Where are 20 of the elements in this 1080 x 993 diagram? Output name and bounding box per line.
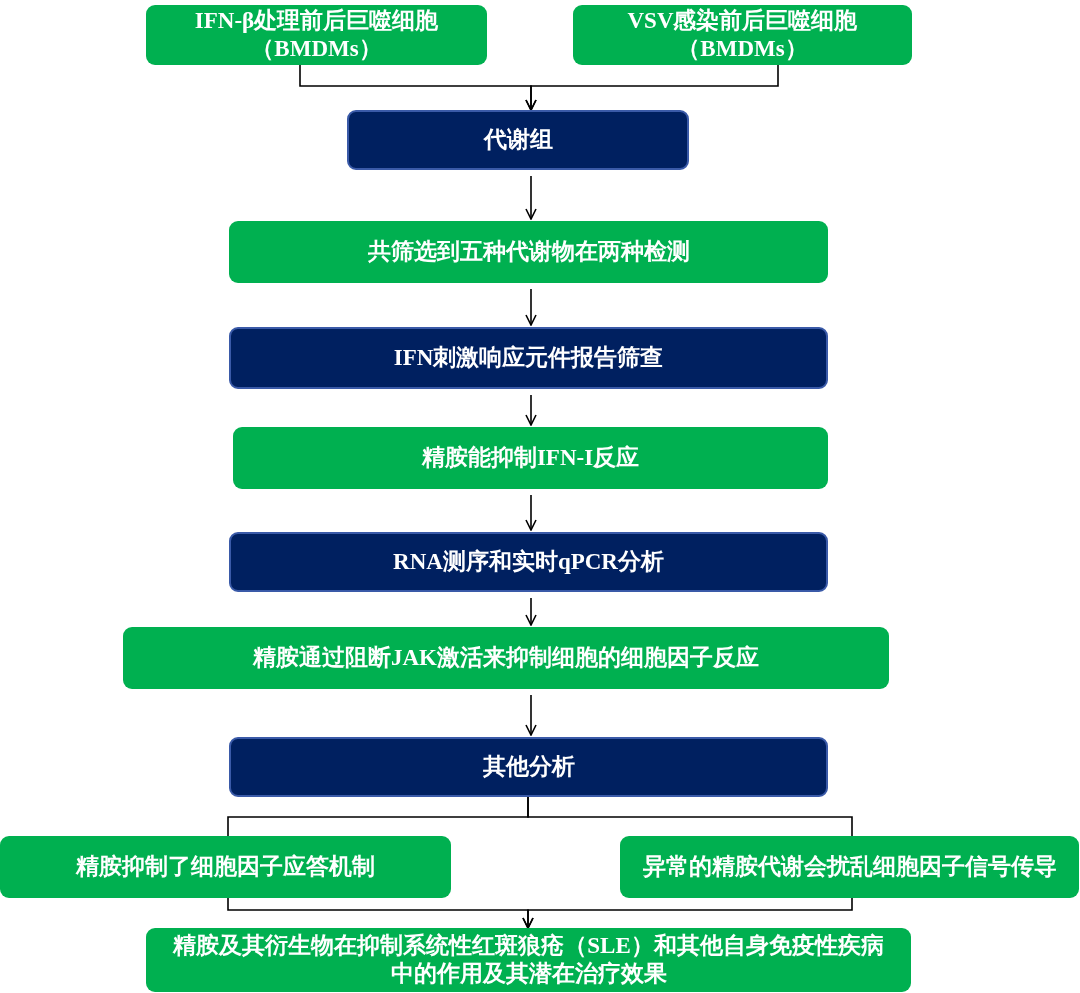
- arrow: [522, 897, 853, 929]
- arrow: [525, 694, 537, 736]
- process-box: VSV感染前后巨噬细胞（BMDMs）: [573, 5, 912, 65]
- process-box: 精胺能抑制IFN-I反应: [233, 427, 828, 489]
- process-box: IFN刺激响应元件报告筛查: [229, 327, 828, 389]
- process-box: 精胺及其衍生物在抑制系统性红斑狼疮（SLE）和其他自身免疫性疾病中的作用及其潜在治疗效果: [146, 928, 911, 992]
- process-box: IFN-β处理前后巨噬细胞（BMDMs）: [146, 5, 487, 65]
- process-box: RNA测序和实时qPCR分析: [229, 532, 828, 592]
- arrow: [525, 494, 537, 531]
- arrow: [525, 64, 779, 111]
- process-box: 精胺抑制了细胞因子应答机制: [0, 836, 451, 898]
- process-box: 其他分析: [229, 737, 828, 797]
- arrow: [525, 288, 537, 326]
- process-box: 代谢组: [347, 110, 689, 170]
- process-box: 共筛选到五种代谢物在两种检测: [229, 221, 828, 283]
- arrow: [525, 394, 537, 426]
- arrow: [525, 597, 537, 626]
- process-box: 精胺通过阻断JAK激活来抑制细胞的细胞因子反应: [123, 627, 889, 689]
- arrow: [525, 175, 537, 220]
- process-box: 异常的精胺代谢会扰乱细胞因子信号传导: [620, 836, 1079, 898]
